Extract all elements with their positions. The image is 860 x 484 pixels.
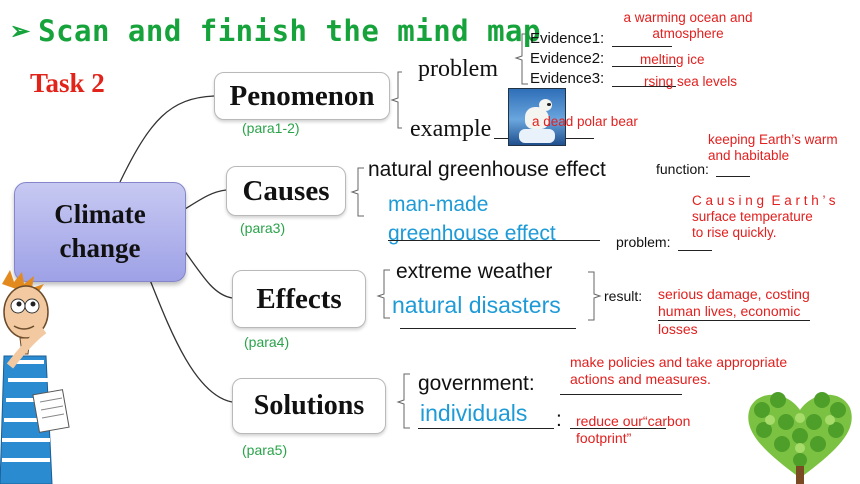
causes-problem-answer: C a u s i n g E a r t h ’ s surface temp… — [692, 193, 836, 241]
para-label-effects: (para4) — [244, 334, 290, 350]
connector-penomenon — [119, 95, 215, 183]
government-answer: make policies and take appropriate actio… — [570, 354, 788, 387]
evidence-2: Evidence2: — [530, 50, 605, 67]
slide-title: ➢ Scan and finish the mind map — [10, 14, 541, 48]
evidence-3-blank — [612, 86, 676, 87]
para-label-solutions: (para5) — [242, 442, 288, 458]
evidence-3-answer: rsing sea levels — [644, 74, 738, 89]
government-label: government: — [418, 372, 535, 395]
para-label-penomenon: (para1-2) — [242, 120, 300, 136]
result-label: result: — [604, 288, 643, 304]
natural-greenhouse-effect: natural greenhouse effect — [368, 158, 606, 181]
effects-blank — [400, 328, 576, 329]
evidence-3: Evidence3: — [530, 70, 605, 87]
function-label: function: — [656, 161, 709, 177]
node-solutions: Solutions — [232, 378, 386, 434]
para-label-causes: (para3) — [240, 220, 286, 236]
evidence-2-answer: melting ice — [640, 52, 705, 67]
brace-causes — [350, 167, 364, 217]
connector-solutions — [149, 279, 233, 403]
individuals-blank — [418, 428, 554, 429]
problem-label: problem — [418, 56, 498, 82]
brace-effects-right — [588, 271, 602, 321]
evidence-1-answer: a warming ocean and atmosphere — [623, 10, 753, 42]
individuals-answer-text: reduce our“carbon footprint” — [576, 413, 691, 446]
cartoon-boy-image — [0, 270, 70, 484]
individuals-colon: : — [556, 408, 562, 431]
manmade-blank — [388, 240, 600, 241]
node-effects: Effects — [232, 270, 366, 328]
center-node-climate-change: Climate change — [14, 182, 186, 282]
polar-bear-image — [508, 88, 566, 146]
brace-penomenon — [390, 71, 402, 129]
government-blank — [560, 394, 682, 395]
example-answer: a dead polar bear — [532, 114, 638, 129]
function-blank — [716, 176, 750, 177]
manmade-answer: man-made greenhouse effect — [388, 193, 556, 245]
example-label: example — [410, 116, 492, 142]
causes-problem-label: problem: — [616, 234, 671, 250]
evidence-1: Evidence1: — [530, 30, 605, 47]
brace-evidence — [514, 33, 528, 85]
connector-effects — [183, 249, 233, 299]
natural-disasters-answer: natural disasters — [392, 292, 561, 318]
causes-problem-blank — [678, 250, 712, 251]
evidence-1-blank — [612, 46, 672, 47]
carbon-blank — [570, 428, 666, 429]
node-causes: Causes — [226, 166, 346, 216]
result-answer: serious damage, costing human lives, eco… — [658, 286, 810, 337]
extreme-weather: extreme weather — [396, 260, 553, 283]
arrow-bullet-icon: ➢ — [10, 17, 31, 45]
individuals-answer: individuals — [420, 400, 528, 426]
task-label: Task 2 — [30, 68, 105, 98]
node-penomenon: Penomenon — [214, 72, 390, 120]
heart-tree-image — [748, 392, 852, 484]
evidence-2-blank — [612, 66, 676, 67]
brace-solutions — [396, 373, 410, 429]
connector-causes — [179, 189, 227, 213]
brace-effects-left — [376, 269, 390, 319]
function-answer: keeping Earth’s warm and habitable — [708, 132, 838, 164]
